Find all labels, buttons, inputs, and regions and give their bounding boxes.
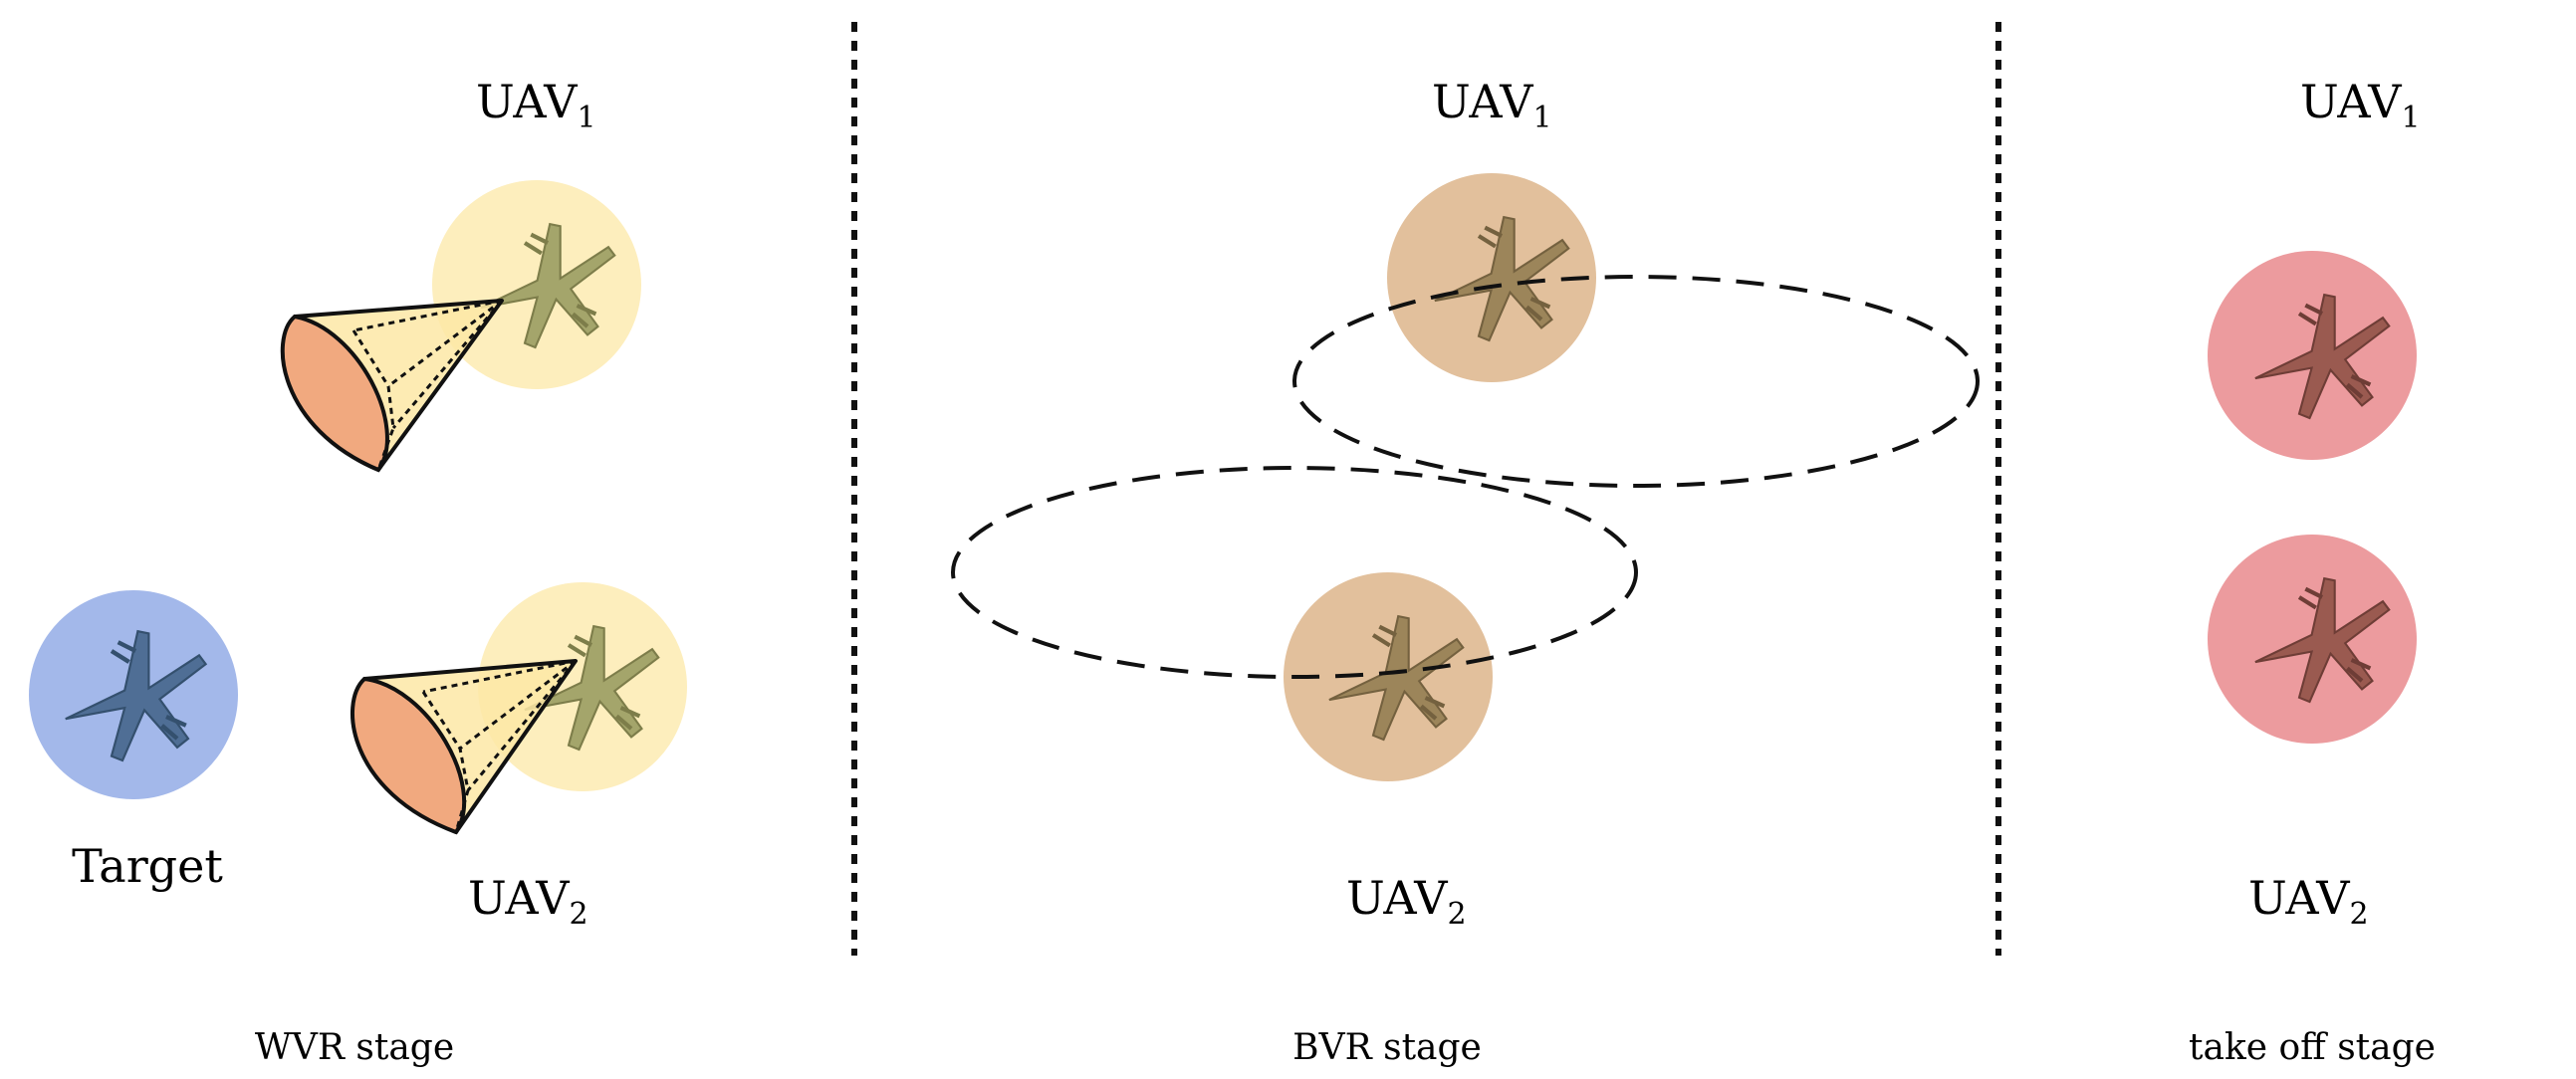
target-label: Target (72, 839, 223, 893)
takeoff-uav1 (2208, 251, 2417, 460)
sensor-cone-uav1 (280, 299, 504, 473)
bvr-uav1 (1387, 173, 1596, 382)
wvr-uav1 (280, 180, 641, 473)
wvr-uav1-label: UAV1 (476, 75, 596, 135)
wvr-uav2-label: UAV2 (468, 871, 588, 932)
takeoff-stage: UAV1 UAV2 take off stage (2189, 75, 2436, 1068)
target-aircraft (29, 590, 238, 799)
wvr-uav2 (351, 582, 687, 835)
sensor-cone-uav2 (351, 659, 578, 835)
takeoff-uav2 (2208, 535, 2417, 744)
bvr-stage-caption: BVR stage (1292, 1027, 1482, 1068)
wvr-stage: Target UAV1 UAV2 WVR stage (29, 75, 687, 1068)
bvr-stage: UAV1 UAV2 BVR stage (951, 75, 1980, 1068)
takeoff-uav1-label: UAV1 (2300, 75, 2421, 135)
wvr-stage-caption: WVR stage (255, 1027, 454, 1068)
bvr-uav2-label: UAV2 (1346, 871, 1467, 932)
takeoff-uav2-label: UAV2 (2248, 871, 2369, 932)
bvr-uav2 (1284, 572, 1493, 781)
uav2-orbit-path (951, 466, 1638, 679)
uav1-orbit-path (1292, 275, 1980, 488)
takeoff-stage-caption: take off stage (2189, 1027, 2436, 1068)
bvr-uav1-label: UAV1 (1432, 75, 1552, 135)
